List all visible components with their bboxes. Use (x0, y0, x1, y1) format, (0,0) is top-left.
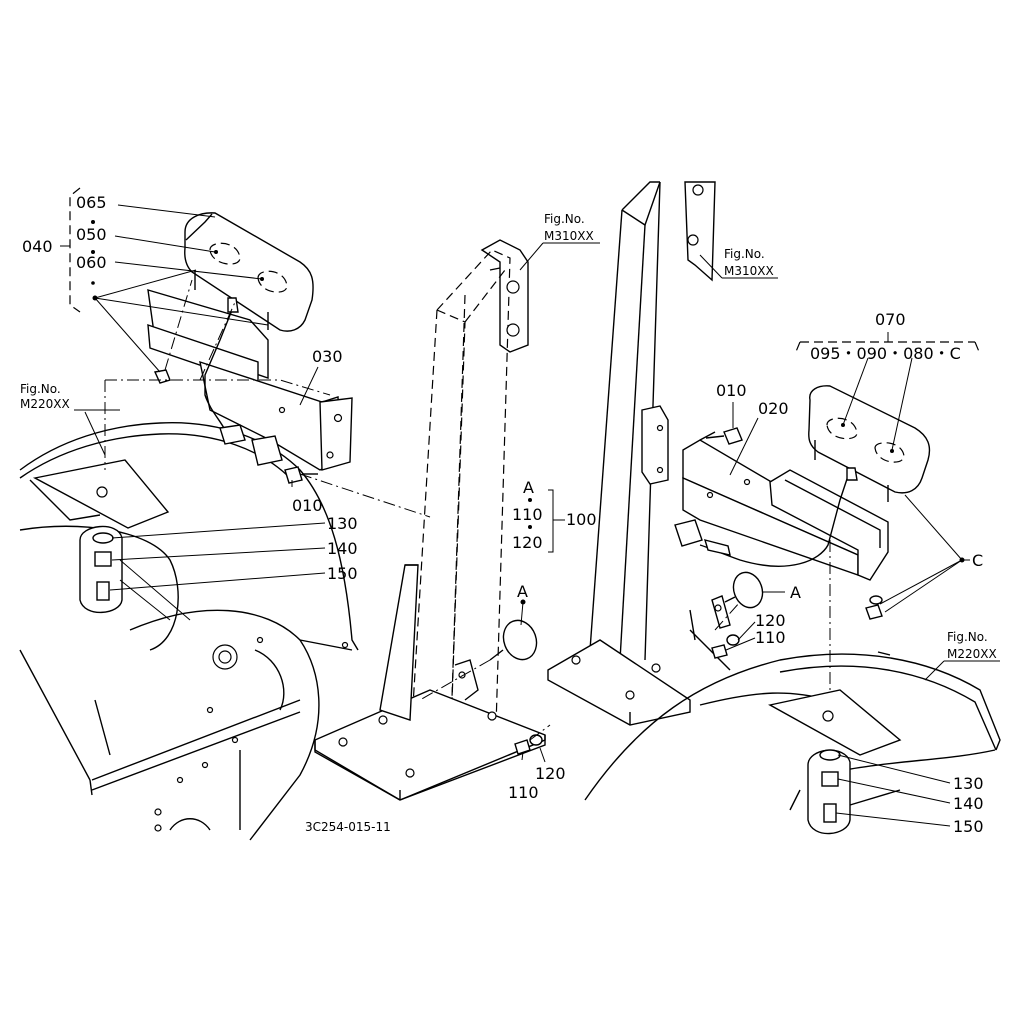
left-lamp-assembly (104, 212, 431, 518)
label-110-group: 110 (512, 505, 543, 524)
label-130-left: 130 (327, 514, 358, 533)
label-100: 100 (566, 510, 597, 529)
fig-ref-m310-right: M310XX (724, 264, 774, 278)
label-140-right: 140 (953, 794, 984, 813)
label-050: 050 (76, 225, 107, 244)
fig-ref-m220-right: M220XX (947, 647, 997, 661)
label-130-right: 130 (953, 774, 984, 793)
fig-no-label-left: Fig.No. (20, 382, 61, 396)
label-group-a: A (523, 478, 534, 497)
leader-lines (60, 187, 1000, 827)
label-020: 020 (758, 399, 789, 418)
label-070-group: 095・090・080・C (810, 344, 961, 363)
label-120-right: 120 (755, 611, 786, 630)
label-065: 065 (76, 193, 107, 212)
label-150-left: 150 (327, 564, 358, 583)
part-labels: 065 050 060 040 030 010 130 140 150 Fig.… (20, 193, 997, 836)
label-c-right: C (972, 551, 983, 570)
label-140-left: 140 (327, 539, 358, 558)
center-pillar (314, 239, 551, 801)
fig-ref-m220-left: M220XX (20, 397, 70, 411)
label-a-center: A (517, 582, 528, 601)
label-150-right: 150 (953, 817, 984, 836)
label-010-left: 010 (292, 496, 323, 515)
fig-no-label-right: Fig.No. (724, 247, 765, 261)
label-110-bottom: 110 (508, 783, 539, 802)
left-fender (19, 422, 359, 841)
label-010-right: 010 (716, 381, 747, 400)
label-030: 030 (312, 347, 343, 366)
right-fender (584, 651, 1001, 835)
fig-no-label-right-fender: Fig.No. (947, 630, 988, 644)
label-110-right: 110 (755, 628, 786, 647)
label-040: 040 (22, 237, 53, 256)
right-lamp-assembly (641, 385, 931, 725)
fig-no-label-center: Fig.No. (544, 212, 585, 226)
label-120-group: 120 (512, 533, 543, 552)
label-070: 070 (875, 310, 906, 329)
label-120-bottom: 120 (535, 764, 566, 783)
fig-ref-m310-center: M310XX (544, 229, 594, 243)
label-a-right: A (790, 583, 801, 602)
label-060: 060 (76, 253, 107, 272)
drawing-code: 3C254-015-11 (305, 820, 391, 834)
